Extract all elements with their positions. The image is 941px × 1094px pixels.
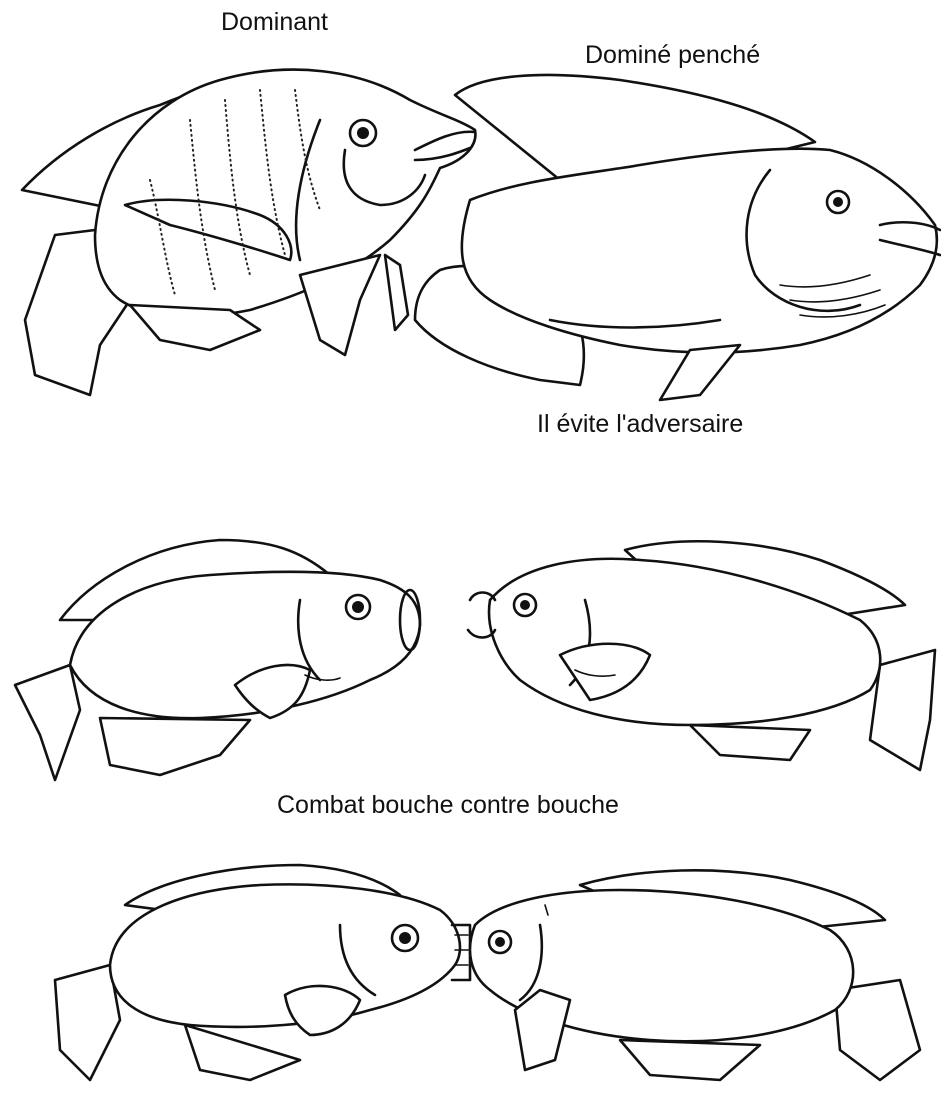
middle-left-fish xyxy=(15,540,420,780)
dominant-fish xyxy=(22,70,475,395)
bottom-right-fish xyxy=(470,870,920,1080)
dominated-fish xyxy=(415,75,940,400)
middle-right-fish xyxy=(468,541,935,770)
bottom-left-fish xyxy=(55,865,470,1080)
